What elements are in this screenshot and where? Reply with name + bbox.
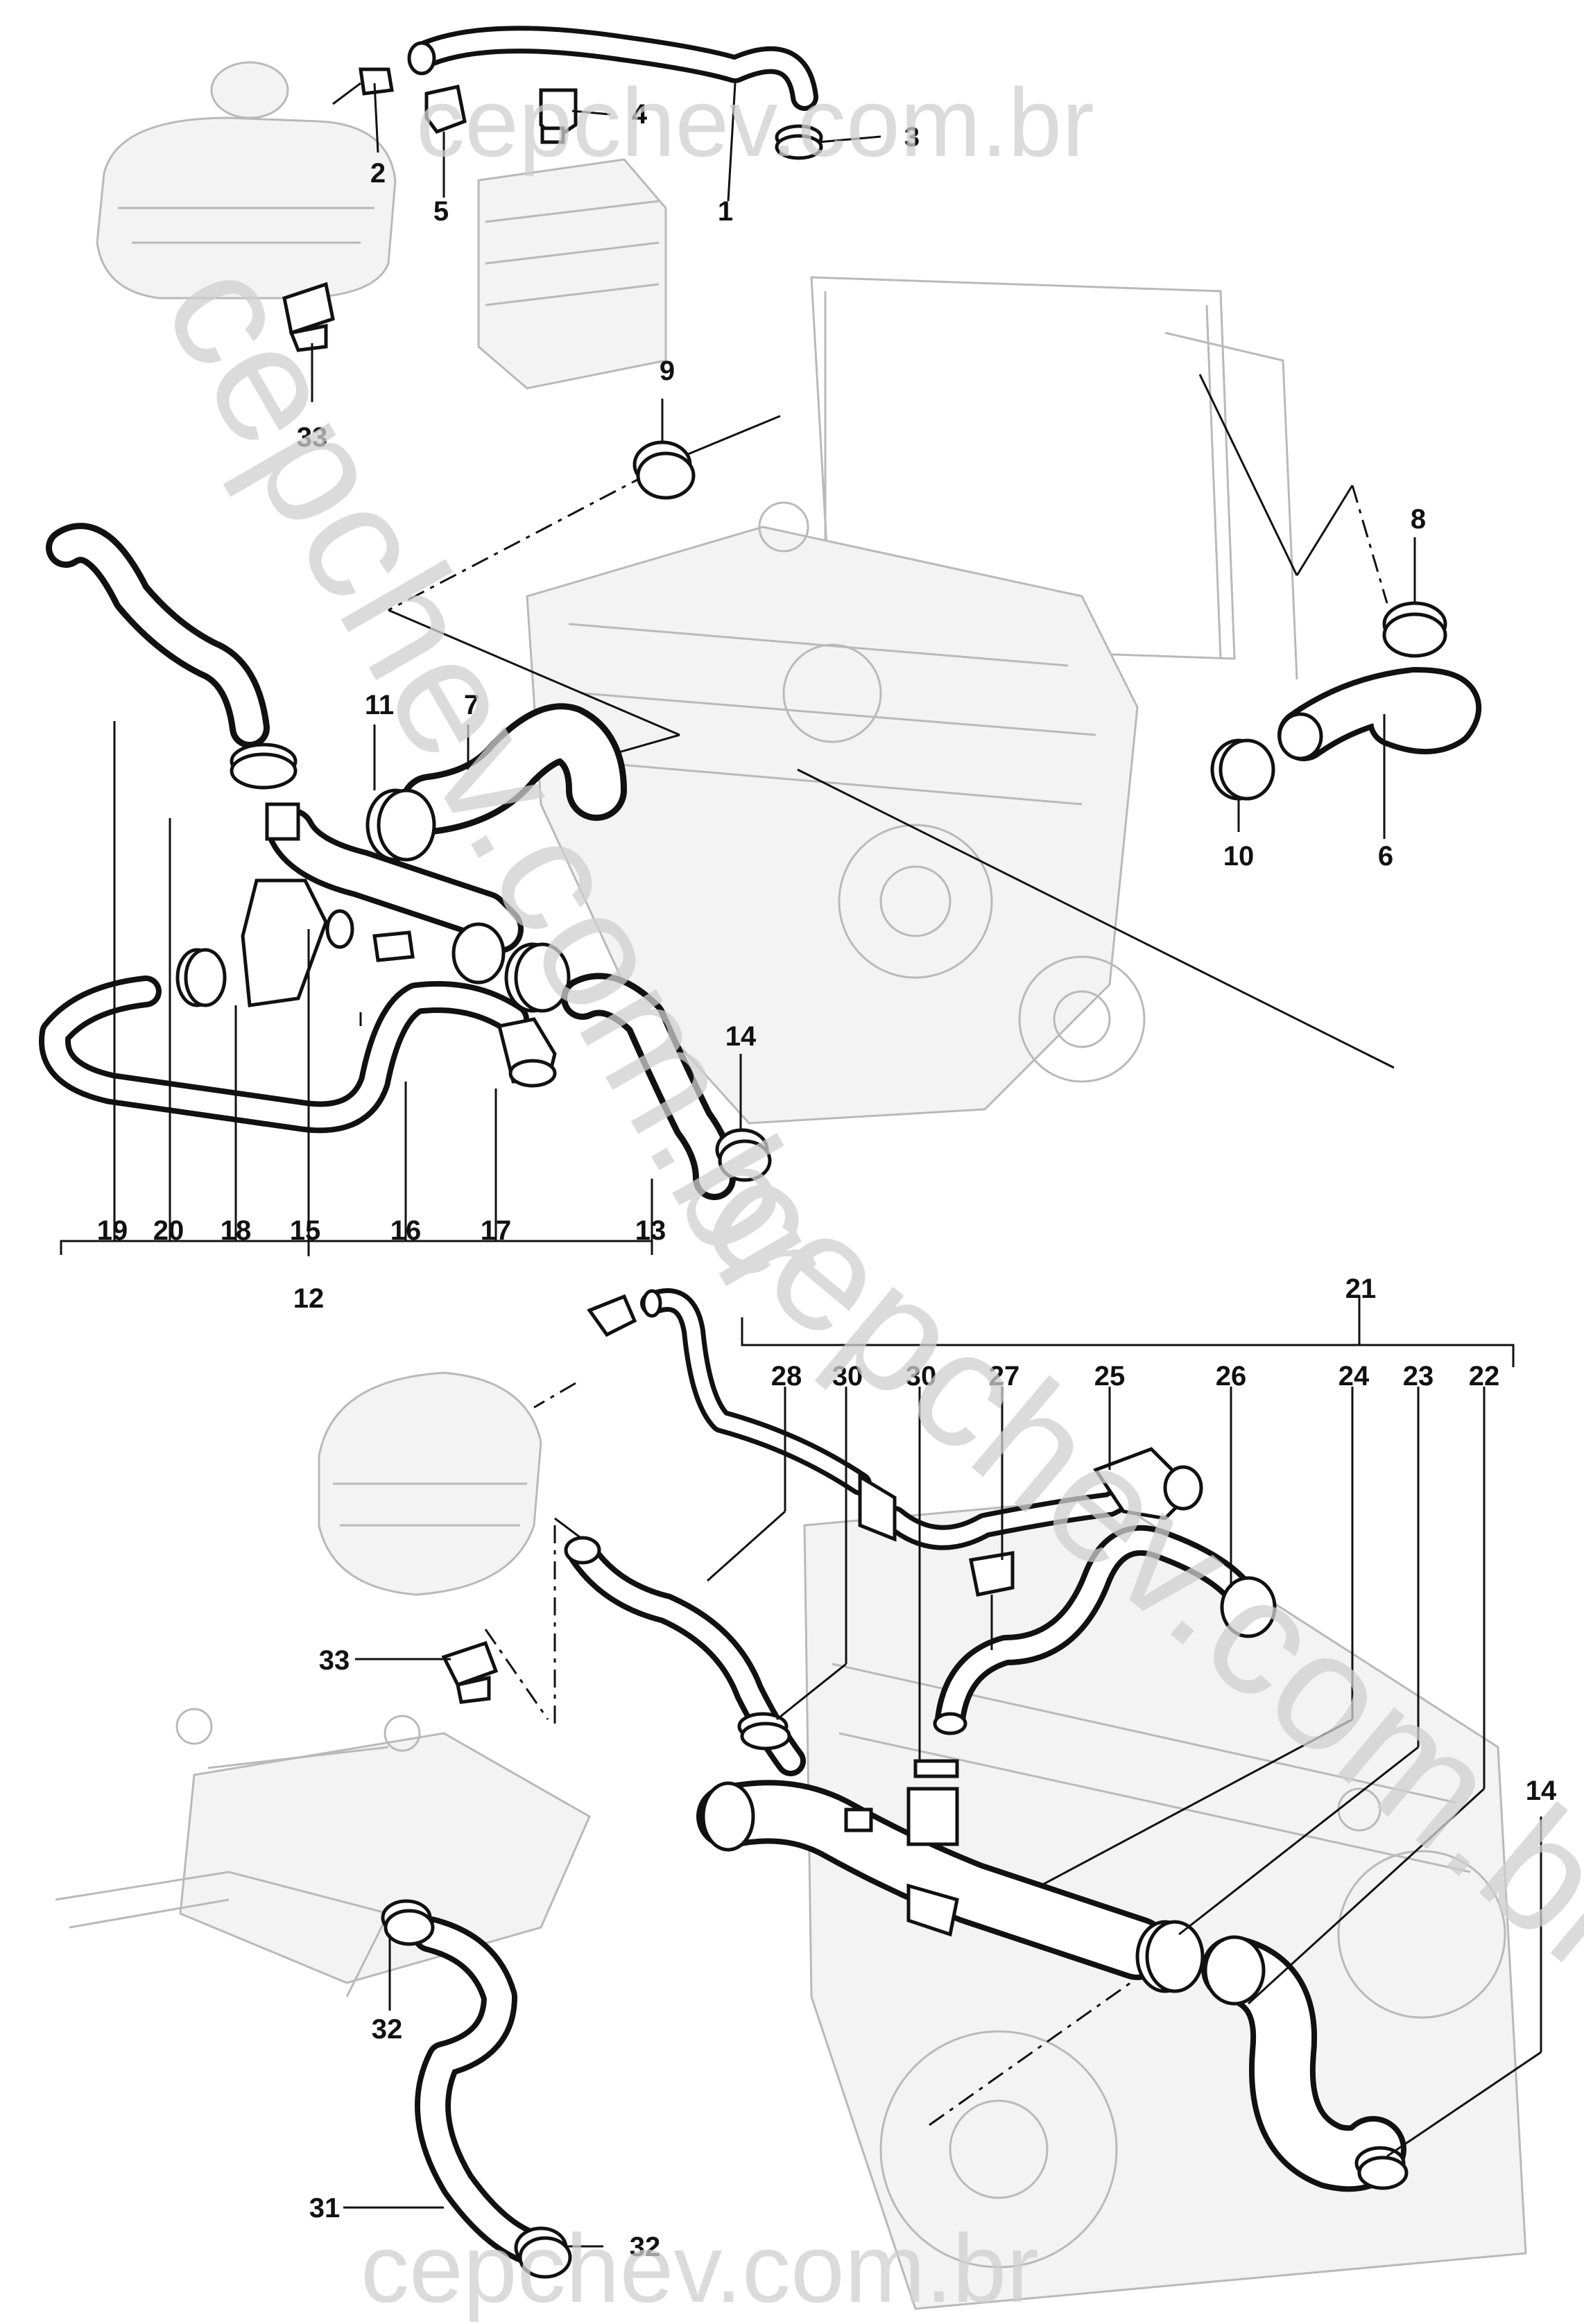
clamp-14-upper — [715, 1128, 772, 1182]
upper-engine-block — [526, 501, 1146, 1125]
clamp-16-ring — [504, 942, 571, 1013]
upper-guide-lines — [359, 374, 1395, 1069]
callout-14-lower: 14 — [1526, 1776, 1557, 1806]
lower-background-engine — [55, 1371, 1527, 2310]
callout-8: 8 — [1411, 504, 1426, 535]
clamp-27 — [969, 1551, 1015, 1650]
hose-26 — [933, 1525, 1277, 1735]
upper-background-engine — [96, 61, 1298, 1125]
watermark-bottom: cepchev.com.br — [361, 2214, 1039, 2323]
callout-6: 6 — [1378, 841, 1393, 872]
upper-coolant-reservoir — [96, 61, 397, 300]
callout-10: 10 — [1223, 841, 1255, 872]
callout-24: 24 — [1338, 1361, 1370, 1391]
callout-1: 1 — [718, 196, 733, 227]
lower-engine-block — [803, 1496, 1527, 2310]
hose-25 — [858, 1447, 1203, 1550]
clamp-32-lower — [514, 2226, 572, 2279]
hose-31 — [412, 1916, 545, 2264]
callout-25: 25 — [1094, 1361, 1126, 1391]
callout-11: 11 — [365, 690, 394, 720]
clamp-9 — [632, 440, 696, 500]
callout-28: 28 — [771, 1361, 802, 1391]
clamp-2 — [332, 67, 394, 105]
callout-3: 3 — [904, 122, 920, 153]
hose-6 — [1277, 667, 1481, 761]
callout-15: 15 — [290, 1215, 321, 1246]
tube-24 — [696, 1780, 1169, 1980]
callout-33-lower: 33 — [319, 1645, 350, 1676]
callout-30-right: 30 — [906, 1361, 937, 1391]
callout-31: 31 — [309, 2193, 341, 2223]
callout-27: 27 — [989, 1361, 1020, 1391]
upper-parts — [39, 26, 1481, 1200]
callout-20: 20 — [153, 1215, 184, 1246]
callout-13: 13 — [635, 1215, 666, 1246]
clamp-3 — [775, 124, 823, 160]
lower-subframe — [55, 1708, 591, 1997]
clamp-10 — [1210, 738, 1275, 801]
callout-9: 9 — [660, 356, 675, 386]
callout-7: 7 — [464, 690, 479, 720]
clamp-32-upper — [381, 1899, 435, 1946]
callout-23: 23 — [1403, 1361, 1434, 1391]
hose-22 — [1201, 1935, 1406, 2192]
hose-16 — [39, 975, 529, 1134]
coupling-33-lower — [441, 1640, 499, 1704]
hose-28-top — [587, 1288, 872, 1495]
clip-5 — [424, 85, 467, 134]
fitting-17 — [497, 1017, 557, 1088]
tube-15 — [241, 802, 524, 1007]
callout-33-upper: 33 — [297, 422, 328, 453]
callout-5: 5 — [433, 196, 449, 227]
callout-21: 21 — [1345, 1274, 1377, 1304]
clamp-30-left — [737, 1712, 791, 1751]
bracket-4 — [539, 88, 578, 144]
callout-labels: 1 2 3 4 5 33 9 8 11 7 10 6 14 19 20 18 1… — [97, 99, 1557, 2262]
clamp-30-right — [913, 1759, 959, 1778]
callout-32-upper: 32 — [372, 2014, 403, 2045]
callout-17: 17 — [481, 1215, 512, 1246]
leader-lines — [60, 83, 1542, 2248]
lower-parts — [381, 1288, 1409, 2279]
callout-30-left: 30 — [832, 1361, 863, 1391]
callout-4: 4 — [632, 99, 648, 130]
callout-18: 18 — [221, 1215, 252, 1246]
lower-coolant-reservoir — [318, 1371, 542, 1596]
hose-19 — [46, 523, 270, 748]
callout-16: 16 — [390, 1215, 422, 1246]
clamp-8 — [1382, 601, 1447, 658]
callout-32-lower: 32 — [630, 2232, 661, 2262]
callout-14-upper: 14 — [725, 1021, 757, 1052]
hose-1 — [407, 26, 818, 111]
callout-19: 19 — [97, 1215, 128, 1246]
callout-2: 2 — [370, 158, 386, 189]
clamp-14-lower — [1354, 2146, 1409, 2190]
clamp-11 — [365, 788, 436, 862]
callout-26: 26 — [1216, 1361, 1247, 1391]
clamp-18 — [175, 948, 227, 1007]
hose-13 — [561, 973, 736, 1200]
callout-22: 22 — [1469, 1361, 1500, 1391]
upper-valve-block — [477, 158, 667, 390]
watermark-top: cepchev.com.br — [416, 68, 1094, 177]
hose-7 — [399, 703, 627, 835]
upper-radiator-frame — [810, 276, 1298, 680]
clamp-23 — [1135, 1920, 1205, 1993]
coupling-33-upper — [282, 281, 335, 352]
clamp-20 — [230, 743, 298, 790]
callout-12: 12 — [293, 1283, 325, 1314]
